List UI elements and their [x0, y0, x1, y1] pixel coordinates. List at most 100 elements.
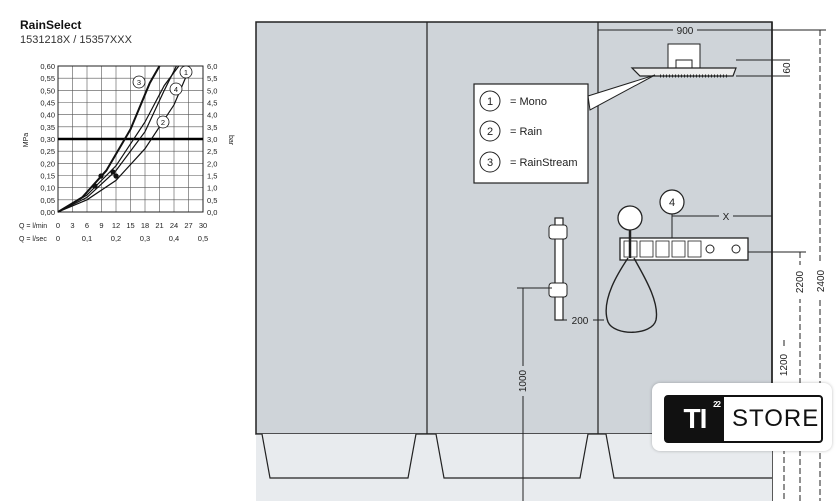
logo-superscript: 22: [713, 400, 721, 409]
mpa-tick-label: 0,55: [40, 74, 55, 83]
product-title-block: RainSelect 1531218X / 15357XXX: [20, 18, 132, 46]
mpa-tick-label: 0,00: [40, 208, 55, 217]
tablet-buttons: [623, 240, 702, 258]
flow-min-tick-label: 21: [155, 221, 163, 230]
dimension-200-label: 200: [572, 316, 589, 327]
mpa-tick-label: 0,30: [40, 135, 55, 144]
bar-tick-label: 4,5: [207, 99, 217, 108]
mpa-tick-label: 0,20: [40, 159, 55, 168]
flow-min-tick-label: 27: [184, 221, 192, 230]
operating-point: [113, 173, 119, 179]
dimension-2200-label: 2200: [795, 270, 806, 293]
logo-frame: TI 22 STORE: [664, 395, 823, 443]
dimension-60-label: 60: [782, 62, 793, 74]
overhead-shower-arm: [675, 59, 693, 69]
shower-hose: [605, 257, 658, 333]
rail-bracket-top: [548, 224, 568, 240]
marker-4-circle: [659, 189, 685, 215]
mpa-tick-label: 0,60: [40, 62, 55, 71]
legend-label-3: = RainStream: [510, 157, 578, 169]
logo-store-text: STORE: [732, 405, 820, 432]
logo-ti-block: TI 22: [666, 397, 724, 441]
mpa-tick-label: 0,50: [40, 86, 55, 95]
bar-tick-label: 2,5: [207, 147, 217, 156]
flow-min-tick-label: 30: [199, 221, 207, 230]
flow-min-tick-label: 6: [85, 221, 89, 230]
bar-tick-label: 4,0: [207, 111, 217, 120]
curve-label-circle-1: [179, 65, 193, 79]
bar-tick-label: 2,0: [207, 159, 217, 168]
rail-bracket-bottom: [548, 282, 568, 298]
flow-sec-tick-label: 0,1: [82, 234, 92, 243]
curve-label-circle-4: [169, 82, 183, 96]
legend-pointer: [587, 74, 656, 111]
flow-min-tick-label: 9: [99, 221, 103, 230]
shower-tray-profile: [256, 433, 772, 479]
bar-axis-label: bar: [227, 135, 234, 146]
tablet-knob-1: [705, 244, 715, 254]
bar-tick-label: 1,5: [207, 172, 217, 181]
curve-label-3: 3: [137, 78, 141, 87]
bar-tick-label: 0,5: [207, 196, 217, 205]
flow-min-tick-label: 24: [170, 221, 178, 230]
mpa-tick-label: 0,25: [40, 147, 55, 156]
bar-tick-label: 1,0: [207, 184, 217, 193]
legend-item-rainstream: 3 = RainStream: [479, 151, 578, 173]
curve-label-1: 1: [184, 68, 188, 77]
dimension-x-label: X: [723, 212, 730, 223]
store-logo: TI 22 STORE: [652, 383, 832, 451]
chart-curves: [57, 65, 190, 213]
mpa-tick-label: 0,45: [40, 99, 55, 108]
operating-point: [98, 173, 104, 179]
legend-label-2: = Rain: [510, 126, 542, 138]
flow-min-axis-label: Q = l/min: [19, 223, 47, 230]
dimension-2400-label: 2400: [816, 269, 827, 292]
operating-point: [110, 169, 116, 175]
dimension-900-label: 900: [677, 26, 694, 37]
logo-brand: TI: [683, 403, 708, 434]
legend-label-1: = Mono: [510, 96, 547, 108]
flow-sec-tick-label: 0,4: [169, 234, 179, 243]
bar-tick-label: 5,5: [207, 74, 217, 83]
bar-tick-label: 5,0: [207, 86, 217, 95]
flow-min-tick-label: 3: [70, 221, 74, 230]
mpa-tick-label: 0,10: [40, 184, 55, 193]
tablet-knob-2: [731, 244, 741, 254]
flow-min-tick-label: 0: [56, 221, 60, 230]
dimension-1000-label: 1000: [518, 369, 529, 392]
marker-4-label: 4: [669, 197, 675, 209]
product-title: RainSelect: [20, 18, 82, 32]
legend-item-mono: 1 = Mono: [479, 90, 547, 112]
flow-sec-tick-label: 0: [56, 234, 60, 243]
bar-tick-label: 6,0: [207, 62, 217, 71]
overhead-shower-head: [630, 67, 737, 77]
curve-label-circle-3: [132, 75, 146, 89]
flow-min-tick-label: 18: [141, 221, 149, 230]
legend-num-1: 1: [487, 96, 493, 108]
legend-num-3: 3: [487, 157, 493, 169]
bar-tick-label: 3,0: [207, 135, 217, 144]
flow-sec-tick-label: 0,3: [140, 234, 150, 243]
chart-axes: [57, 65, 204, 213]
flow-min-tick-label: 12: [112, 221, 120, 230]
flow-sec-tick-label: 0,2: [111, 234, 121, 243]
mpa-tick-label: 0,05: [40, 196, 55, 205]
curve-label-2: 2: [161, 118, 165, 127]
curve-2: [57, 70, 190, 213]
mpa-tick-label: 0,15: [40, 172, 55, 181]
product-codes: 1531218X / 15357XXX: [20, 34, 132, 46]
flow-sec-axis-label: Q = l/sec: [19, 236, 47, 243]
legend-item-rain: 2 = Rain: [479, 120, 542, 142]
curve-1: [57, 65, 177, 213]
flow-sec-tick-label: 0,5: [198, 234, 208, 243]
curve-label-circle-2: [156, 115, 170, 129]
mpa-axis-label: MPa: [23, 133, 30, 148]
bar-tick-label: 0,0: [207, 208, 217, 217]
bar-tick-label: 3,5: [207, 123, 217, 132]
legend-num-2: 2: [487, 126, 493, 138]
curve-4: [57, 65, 180, 213]
flow-min-tick-label: 15: [126, 221, 134, 230]
